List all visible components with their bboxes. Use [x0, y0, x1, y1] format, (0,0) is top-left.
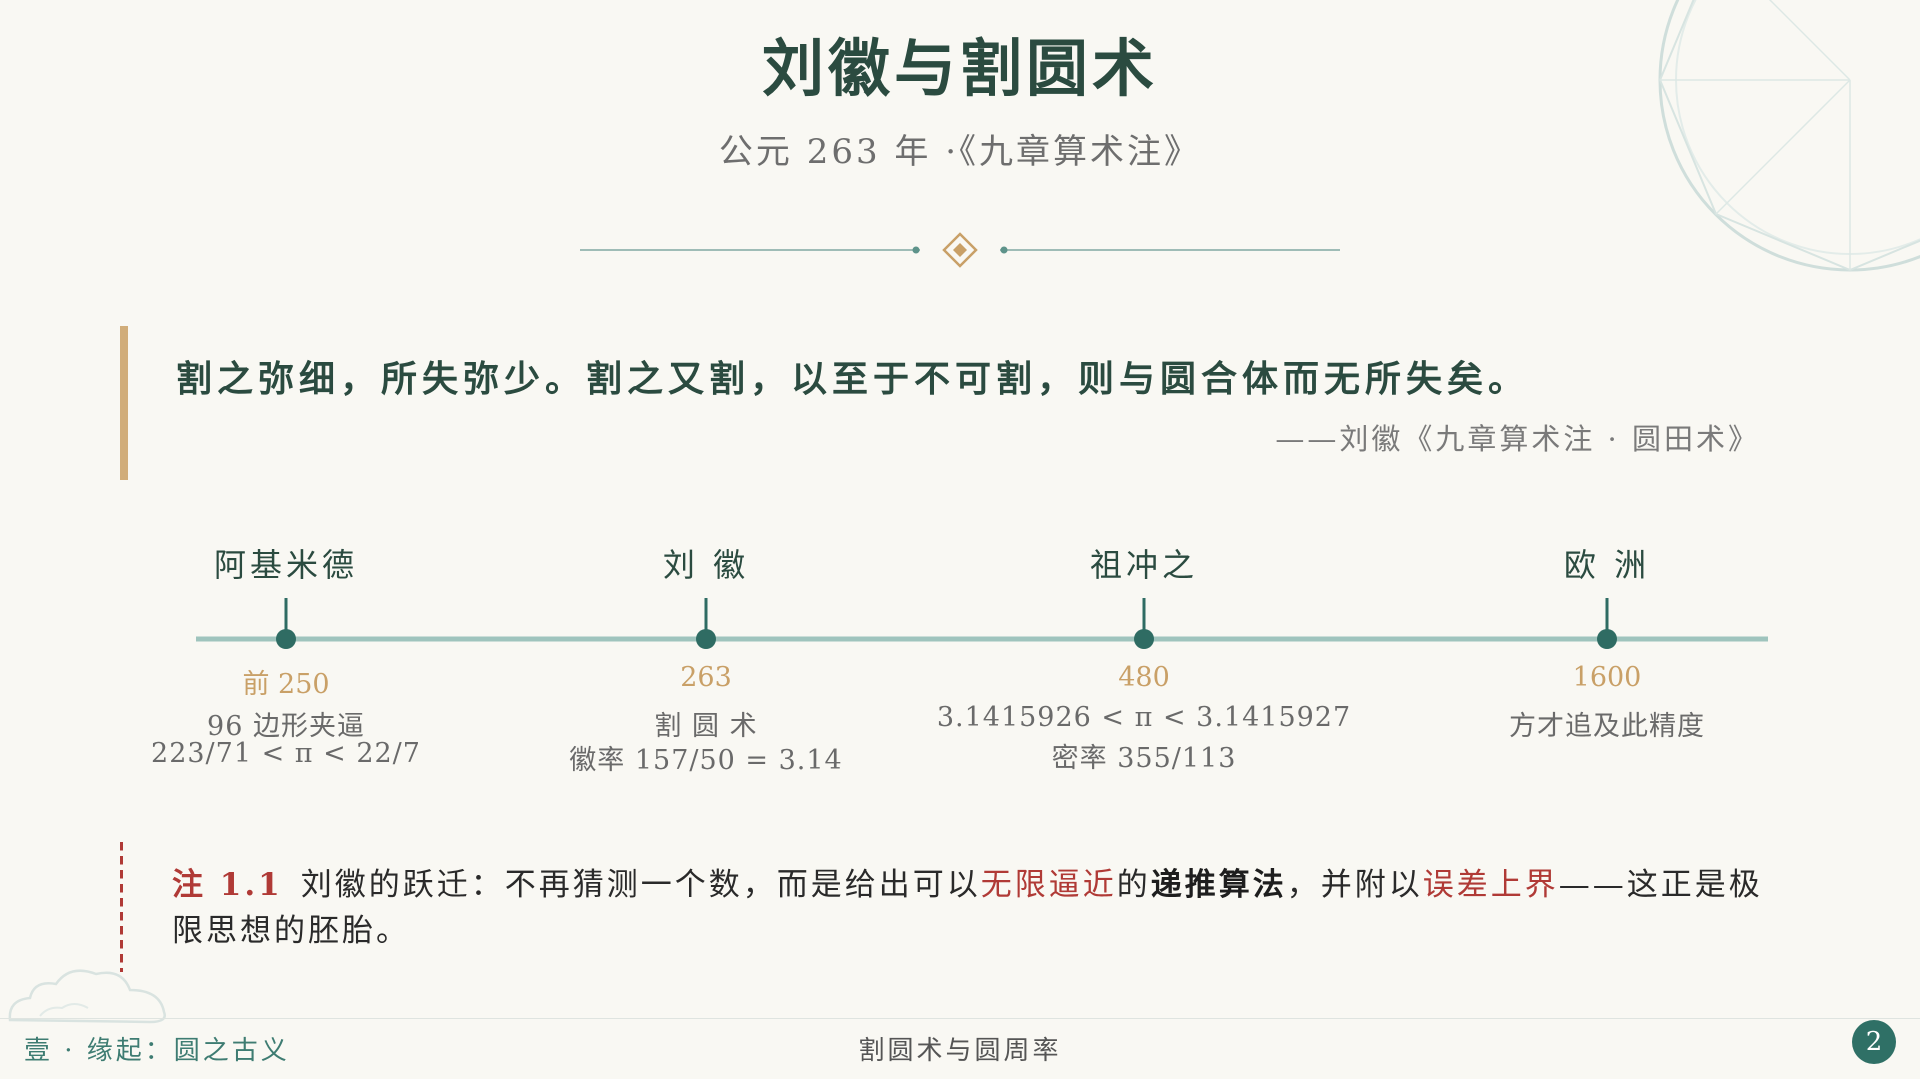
note-text-2: 的	[1116, 867, 1151, 903]
quote-source: ——刘徽《九章算术注 · 圆田术》	[1275, 422, 1760, 456]
footer-section: 壹 · 缘起：圆之古义	[24, 1036, 290, 1066]
timeline-desc-liuhui-2: 徽率 157/50 = 3.14	[569, 745, 843, 776]
timeline-year-europe: 1600	[1572, 662, 1642, 693]
timeline-desc-europe-1: 方才追及此精度	[1509, 711, 1705, 742]
timeline-axis	[196, 598, 1768, 649]
note-label: 注 1.1	[172, 867, 283, 903]
timeline-name-europe: 欧 洲	[1563, 546, 1651, 584]
timeline-marker-3	[1597, 598, 1617, 649]
note-text-4: ——这正是极限思想的胚胎。	[172, 867, 1763, 949]
timeline-desc-archimedes-2: 223/71 < π < 22/7	[151, 738, 421, 769]
note-strong-1: 递推算法	[1150, 867, 1287, 903]
timeline-marker-0	[276, 598, 296, 649]
timeline-marker-1	[696, 598, 716, 649]
cloud-ornament-icon	[8, 969, 166, 1024]
footer-title: 割圆术与圆周率	[858, 1036, 1062, 1066]
diamond-ornament-icon	[580, 232, 1340, 268]
timeline-year-zuchongzhi: 480	[1118, 662, 1170, 693]
note-text-1: 刘徽的跃迁：不再猜测一个数，而是给出可以	[300, 867, 981, 903]
timeline-desc-archimedes-1: 96 边形夹逼	[207, 711, 365, 742]
note-highlight-1: 无限逼近	[980, 867, 1117, 903]
page-subtitle: 公元 263 年 ·《九章算术注》	[718, 132, 1202, 172]
timeline-desc-zuchongzhi-2: 密率 355/113	[1051, 743, 1237, 774]
timeline-name-archimedes: 阿基米德	[213, 546, 358, 584]
timeline-name-liuhui: 刘 徽	[662, 546, 750, 584]
timeline-desc-liuhui-1: 割 圆 术	[654, 711, 758, 742]
circle-polygon-icon	[1658, 0, 1920, 272]
footer-divider	[0, 1018, 1920, 1019]
quote-block: 割之弥细，所失弥少。割之又割，以至于不可割，则与圆合体而无所失矣。 ——刘徽《九…	[120, 326, 1760, 480]
note-highlight-2: 误差上界	[1422, 867, 1559, 903]
timeline-marker-2	[1134, 598, 1154, 649]
page-title: 刘徽与割圆术	[761, 32, 1158, 105]
note-body: 注 1.1 刘徽的跃迁：不再猜测一个数，而是给出可以无限逼近的递推算法，并附以误差…	[172, 862, 1772, 954]
quote-text: 割之弥细，所失弥少。割之又割，以至于不可割，则与圆合体而无所失矣。	[176, 358, 1530, 400]
timeline-year-archimedes: 前 250	[242, 669, 330, 700]
note-text-3: ，并附以	[1286, 867, 1423, 903]
note-accent-bar	[120, 842, 123, 972]
timeline-name-zuchongzhi: 祖冲之	[1089, 546, 1198, 584]
timeline-year-liuhui: 263	[680, 662, 732, 693]
note-block: 注 1.1 刘徽的跃迁：不再猜测一个数，而是给出可以无限逼近的递推算法，并附以误差…	[120, 842, 1770, 972]
timeline-desc-zuchongzhi-1: 3.1415926 < π < 3.1415927	[936, 702, 1352, 733]
page-number-badge: 2	[1852, 1020, 1896, 1064]
quote-accent-bar	[120, 326, 128, 480]
